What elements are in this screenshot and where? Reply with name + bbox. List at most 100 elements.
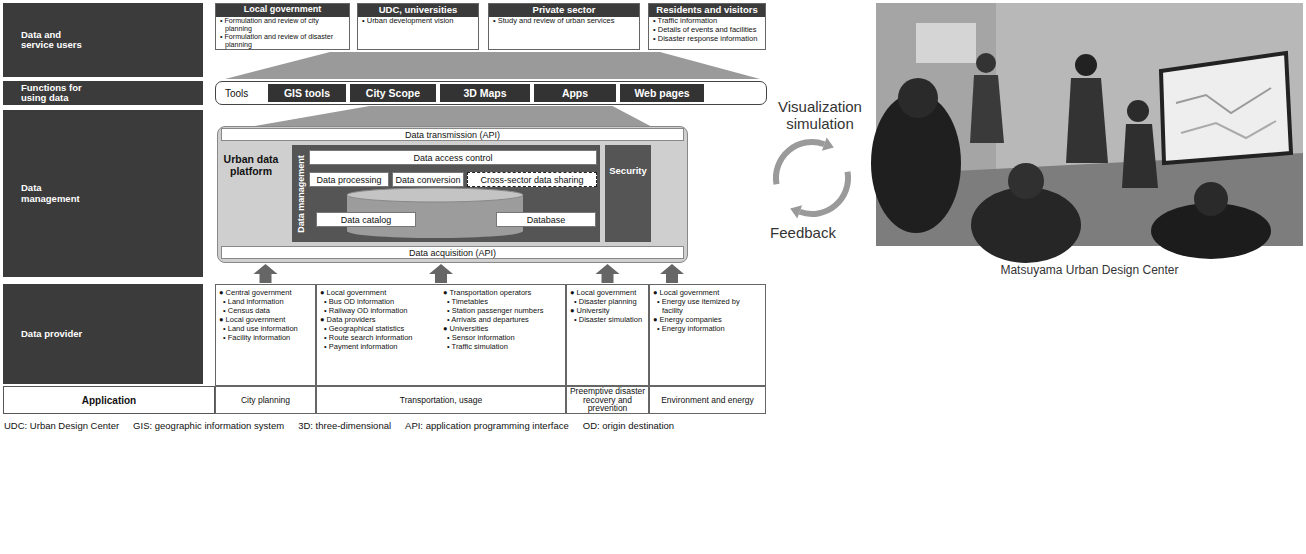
cycle-arc [800,172,848,214]
node-text: Tools [225,88,248,99]
bullet-item: • Route search information [320,333,439,342]
function-box: Data catalog [316,212,416,227]
photo-person [1127,100,1149,122]
bullet-item: • Station passenger numbers [443,306,562,315]
node-text: GIS tools [284,87,330,99]
bullet-item: • Sensor information [443,333,562,342]
node-text: Security [609,165,647,242]
bullet-item: • Land information [219,297,312,306]
node-text: Data management [296,155,306,233]
user-box: UDC, universities• Urban development vis… [357,3,479,50]
function-box: Data processing [309,172,389,187]
bullet-item: • Geographical statistics [320,324,439,333]
node-text: Data conversion [395,175,460,185]
provider-box: ● Local government• Energy use itemized … [649,284,766,386]
node-text: Data management [21,183,95,204]
bullet-item: • Formulation and review of city plannin… [216,17,349,33]
photo-person [976,53,996,73]
bullet-item: • Railway OD information [320,306,439,315]
photo-person [1075,54,1097,76]
abbreviation-note: API: application programming interface [405,421,569,432]
cylinder-top [347,188,523,202]
node-text: ● Central government [219,288,312,297]
application-cell: City planning [215,386,316,414]
management-panel: Data management Data access controlData p… [292,145,600,242]
node-text: ● Local government [570,288,645,297]
provider-box: ● Local government• Disaster planning● U… [566,284,649,386]
bullet-item: • Energy use itemized by facility [653,297,762,315]
bullet-item: • Traffic simulation [443,342,562,351]
user-box: Local government• Formulation and review… [215,3,350,50]
photo-person [970,75,1004,143]
application-cell: Preemptive disaster recovery and prevent… [566,386,649,414]
user-box: Residents and visitors• Traffic informat… [648,3,766,50]
bullet-item: • Energy information [653,324,762,333]
bullet-item: ● Data providers [320,315,439,324]
fan-arrow [255,106,651,126]
node-text: Residents and visitors [649,4,765,17]
photo-person [1194,182,1228,216]
cycle-label: Visualization simulation [770,98,870,133]
bullet-item: • Disaster simulation [570,315,645,324]
bullet-item: • Formulation and review of disaster pla… [216,33,349,49]
node-text: Urban data platform [222,153,280,177]
bullet-item: • Disaster planning [570,297,645,306]
provider-box: ● Local government• Bus OD information• … [316,284,566,386]
node-text: ● Local government [653,288,762,297]
node-text: Environment and energy [661,396,754,405]
bullet-item: • Urban development vision [358,17,478,26]
bullet-item: ● Local government [219,315,312,324]
bullet-item: • Disaster response information [649,35,765,44]
row-label: Functions for using data [3,81,203,105]
photo-screen-map [1176,88,1271,113]
node-text: Cross-sector data sharing [480,175,583,185]
application-cell: Transportation, usage [316,386,566,414]
bullet-item: • Land use information [219,324,312,333]
footnote-row: UDC: Urban Design CenterGIS: geographic … [4,421,674,432]
row-label: Data provider [3,284,203,384]
bullet-item: ● University [570,306,645,315]
bullet-item: • Timetables [443,297,562,306]
fan-arrow [225,52,760,79]
photo-screen [1161,53,1291,163]
node-text: Functions for using data [21,83,95,104]
photo-person [1066,78,1108,163]
bullet-item: • Bus OD information [320,297,439,306]
photo-caption: Matsuyama Urban Design Center [876,264,1303,278]
platform-box: Urban data platform Data transmission (AP… [217,126,688,263]
node-text: 3D Maps [463,87,506,99]
node-text: Data catalog [341,215,392,225]
row-label: Application [3,386,215,414]
photo-person [898,78,938,118]
node-text: Transportation, usage [400,396,482,405]
photo-person [1008,163,1044,199]
application-cell: Environment and energy [649,386,766,414]
flow-arrow [429,264,453,283]
api-bar: Data transmission (API) [221,128,684,141]
node-text: City planning [241,396,290,405]
flow-arrow [660,264,684,283]
cycle-arrowhead [822,138,834,151]
node-text: Data access control [413,153,492,163]
function-box: Data conversion [392,172,464,187]
node-text: Data and service users [21,30,95,51]
tools-bar: ToolsGIS toolsCity Scope3D MapsAppsWeb p… [215,81,767,105]
provider-box: ● Central government• Land information• … [215,284,316,386]
bullet-item: • Arrivals and departures [443,315,562,324]
node-text: Preemptive disaster recovery and prevent… [569,387,646,414]
node-text: Data provider [21,329,95,339]
flow-arrow [254,264,278,283]
row-label: Data and service users [3,3,203,77]
row-label: Data management [3,110,203,277]
photo-screen-map [1181,121,1276,138]
node-text: Data acquisition (API) [409,248,496,258]
tool-box: GIS tools [268,84,346,102]
node-text: Data transmission (API) [405,130,500,140]
bullet-item: ● Transportation operators [443,288,562,297]
tool-box: Apps [534,84,616,102]
cycle-label: Feedback [758,224,848,241]
abbreviation-note: OD: origin destination [583,421,674,432]
bullet-item: • Census data [219,306,312,315]
api-bar: Data acquisition (API) [221,246,684,259]
